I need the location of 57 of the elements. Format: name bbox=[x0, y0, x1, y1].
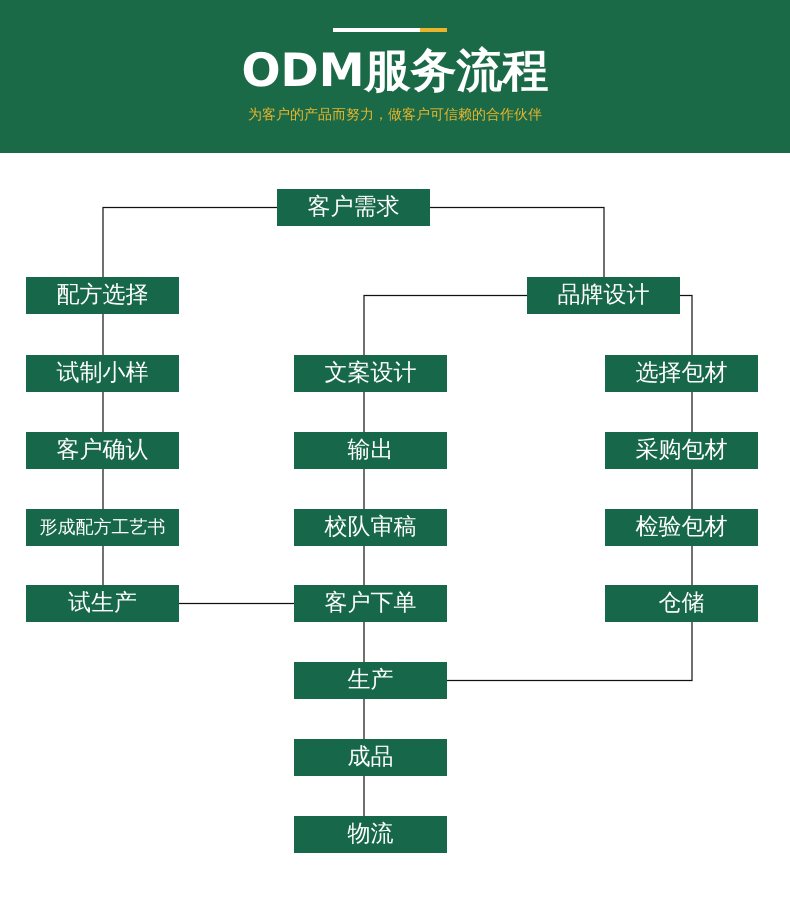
box-label: 形成配方工艺书 bbox=[40, 516, 166, 538]
connector-line bbox=[102, 469, 104, 509]
process-box bbox=[294, 432, 447, 469]
box-label: 选择包材 bbox=[636, 360, 728, 388]
box-label: 仓储 bbox=[658, 590, 704, 618]
connector-line bbox=[102, 314, 104, 355]
box-label: 生产 bbox=[348, 666, 394, 694]
box-label: 检验包材 bbox=[636, 514, 728, 542]
box-label: 配方选择 bbox=[56, 282, 148, 310]
box-label: 客户确认 bbox=[56, 436, 148, 464]
process-box bbox=[26, 585, 179, 622]
box-label: 试生产 bbox=[68, 590, 137, 618]
box-label: 校队审稿 bbox=[324, 514, 416, 542]
box-label: 客户下单 bbox=[324, 590, 416, 618]
box-label: 成品 bbox=[348, 744, 394, 772]
box-label: 采购包材 bbox=[636, 436, 728, 464]
process-box bbox=[294, 662, 447, 699]
connector-line bbox=[691, 546, 693, 585]
process-box bbox=[605, 585, 758, 622]
connector-line bbox=[363, 776, 365, 816]
process-box bbox=[605, 509, 758, 546]
box-label: 品牌设计 bbox=[558, 282, 650, 310]
process-box bbox=[527, 277, 680, 314]
connector-line bbox=[430, 206, 605, 277]
box-label: 试制小样 bbox=[56, 360, 148, 388]
process-box bbox=[294, 816, 447, 853]
box-label: 客户需求 bbox=[308, 194, 400, 222]
connector-line bbox=[102, 206, 277, 277]
connector-line bbox=[179, 602, 294, 604]
title: ODM服务流程 bbox=[240, 42, 550, 99]
process-box bbox=[277, 189, 430, 226]
connector-line bbox=[363, 294, 527, 355]
process-box bbox=[605, 355, 758, 392]
connector-line bbox=[691, 469, 693, 509]
process-box bbox=[605, 432, 758, 469]
connector-line bbox=[363, 469, 365, 509]
connector-line bbox=[691, 392, 693, 432]
process-box bbox=[26, 509, 179, 546]
process-box bbox=[26, 432, 179, 469]
process-box bbox=[26, 277, 179, 314]
connector-line bbox=[363, 699, 365, 739]
box-label: 输出 bbox=[348, 436, 394, 464]
process-box bbox=[294, 739, 447, 776]
process-box bbox=[294, 585, 447, 622]
connector-line bbox=[363, 546, 365, 585]
box-label: 物流 bbox=[348, 820, 394, 848]
connector-line bbox=[102, 392, 104, 432]
connector-line bbox=[447, 622, 693, 682]
subtitle: 为客户的产品而努力，做客户可信赖的合作伙伴 bbox=[247, 106, 543, 125]
connector-line bbox=[363, 622, 365, 662]
box-label: 文案设计 bbox=[324, 360, 416, 388]
connector-line bbox=[363, 392, 365, 432]
process-box bbox=[294, 355, 447, 392]
connector-line bbox=[680, 294, 693, 355]
connector-line bbox=[102, 546, 104, 585]
process-box bbox=[26, 355, 179, 392]
process-box bbox=[294, 509, 447, 546]
